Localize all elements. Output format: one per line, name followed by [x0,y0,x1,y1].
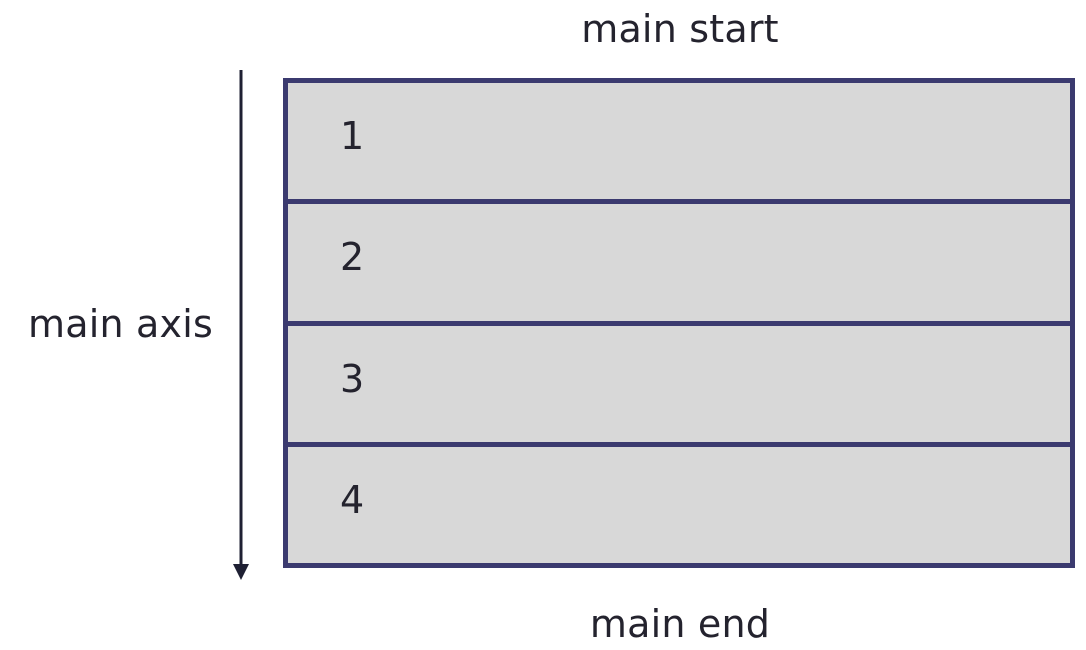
flex-item-2: 2 [288,199,1070,321]
flex-item-number: 1 [340,114,365,158]
main-start-label: main start [581,7,779,51]
flex-container: 1 2 3 4 [283,78,1075,568]
main-end-label: main end [589,602,771,646]
flex-item-3: 3 [288,320,1070,442]
flex-item-number: 3 [340,356,365,401]
flex-item-4: 4 [288,441,1070,563]
main-axis-label: main axis [28,302,213,346]
flex-item-1: 1 [288,83,1070,200]
main-axis-arrow-head [233,564,249,580]
arrow-down-icon [233,70,249,580]
flex-item-number: 2 [340,235,365,280]
flex-item-number: 4 [340,477,365,522]
